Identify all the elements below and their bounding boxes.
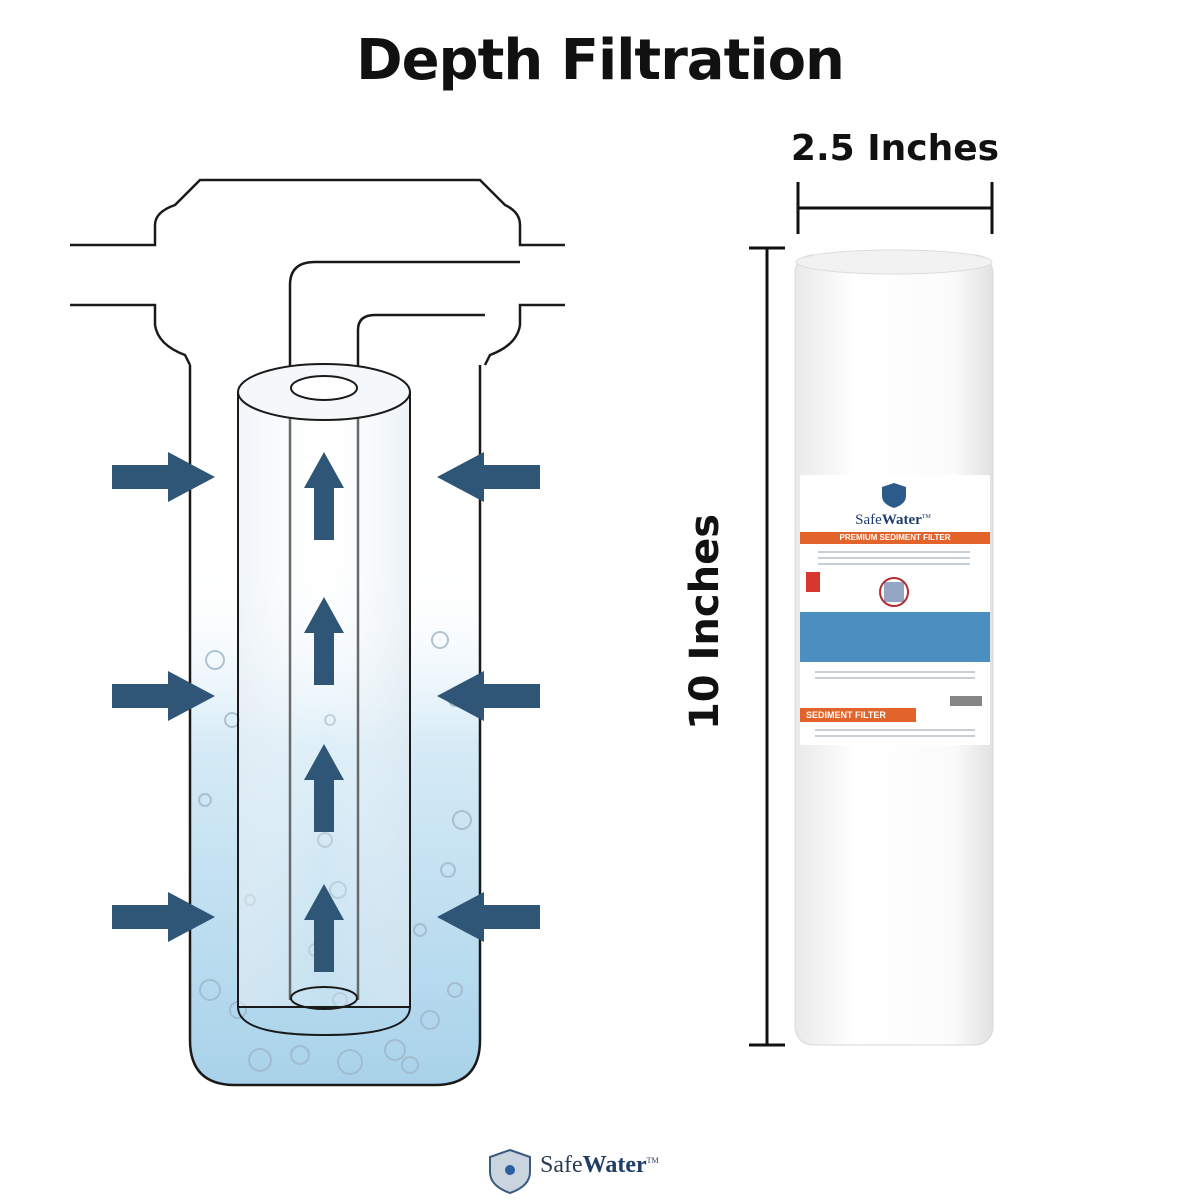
cartridge-band-bottom: SEDIMENT FILTER [800, 708, 916, 722]
filter-housing [70, 178, 565, 1087]
page-title: Depth Filtration [356, 28, 845, 93]
width-label: 2.5 Inches [790, 128, 1000, 169]
left-arrow [437, 892, 540, 942]
up-arrows [304, 452, 344, 972]
dimension-lines [749, 182, 994, 1047]
right-arrow [112, 892, 215, 942]
up-arrow [304, 744, 344, 832]
inflow-arrows [112, 452, 540, 942]
up-arrow [304, 452, 344, 540]
shield-logo-icon [882, 483, 906, 508]
up-arrow [304, 597, 344, 685]
up-arrow [304, 884, 344, 972]
sediment-filter-product [794, 249, 994, 1046]
right-arrow [112, 671, 215, 721]
footer-brand: SafeWaterTM [540, 1152, 659, 1178]
footer-shield-logo-icon [489, 1148, 531, 1195]
left-arrow [437, 671, 540, 721]
right-arrow [112, 452, 215, 502]
cartridge-band-top: PREMIUM SEDIMENT FILTER [800, 532, 990, 544]
cartridge-brand: SafeWaterTM [855, 512, 931, 528]
left-arrow [437, 452, 540, 502]
bubbles [198, 631, 472, 1075]
height-label: 10 Inches [682, 513, 728, 731]
